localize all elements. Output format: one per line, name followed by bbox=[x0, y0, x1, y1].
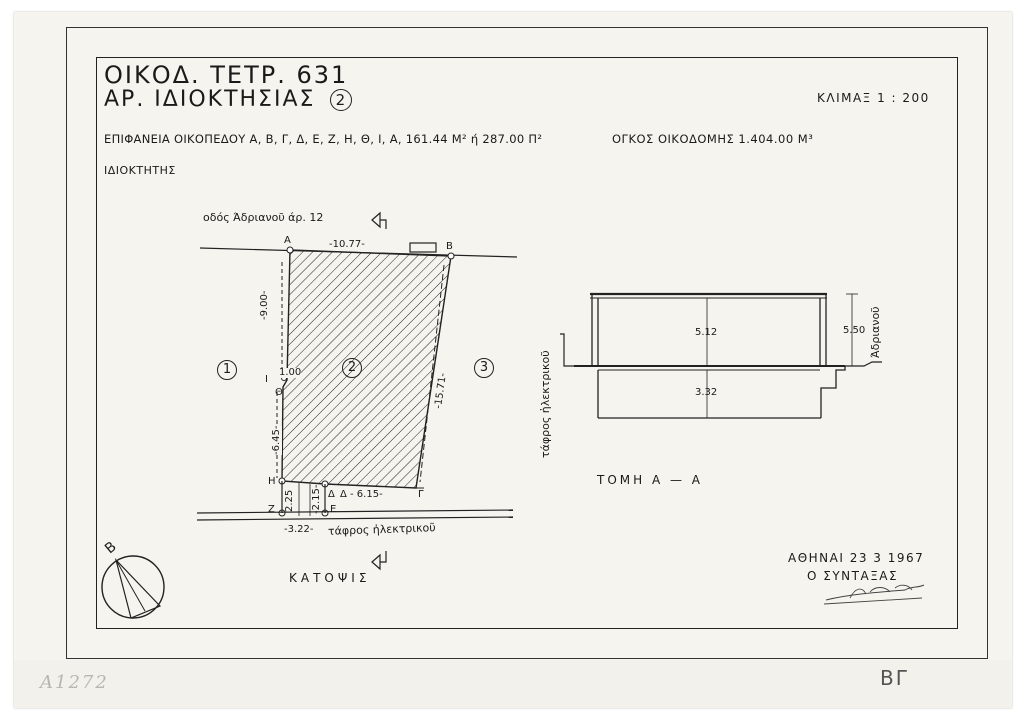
dim-dg: Δ - 6.15- bbox=[340, 489, 383, 500]
label-point-theta: Θ bbox=[275, 387, 283, 398]
section-upper-height: 5.12 bbox=[695, 327, 718, 338]
label-point-g: Γ bbox=[418, 489, 424, 500]
arrow-top-icon bbox=[371, 211, 387, 229]
label-point-a: Α bbox=[284, 235, 291, 246]
street-top-label: οδός Άδριανοῦ άρ. 12 bbox=[203, 211, 324, 224]
signature bbox=[823, 584, 925, 605]
label-point-b: Β bbox=[446, 241, 453, 252]
neighbor-2-badge: 2 bbox=[342, 358, 362, 378]
block-title: ΟΙΚΟΔ. ΤΕΤΡ. 631 bbox=[104, 61, 349, 89]
drawing-sheet bbox=[14, 12, 1012, 708]
dim-hz: 2.25 bbox=[284, 489, 295, 512]
label-point-d: Δ bbox=[328, 489, 335, 500]
dim-theta-i: 1.00 bbox=[279, 367, 302, 378]
sheet-bottom-strip bbox=[14, 660, 1012, 708]
label-point-z: Ζ bbox=[268, 504, 275, 515]
street-bottom-label: τάφρος ἠλεκτρικοῦ bbox=[327, 521, 436, 538]
kiosk-box bbox=[409, 242, 437, 253]
dim-ab: -10.77- bbox=[328, 239, 366, 250]
section-right-street: Άδριανοῦ bbox=[869, 306, 882, 358]
dim-line-b-g bbox=[419, 264, 445, 483]
owner-label: ΙΔΙΟΚΤΗΤΗΣ bbox=[104, 164, 176, 177]
plan-label: ΚΑΤΟΨΙΣ bbox=[289, 571, 371, 585]
outer-frame bbox=[66, 27, 988, 659]
trench-line-bottom bbox=[196, 516, 514, 521]
arrow-bottom-icon bbox=[371, 551, 387, 571]
dim-ze: -3.22- bbox=[284, 524, 314, 535]
author-label: Ο ΣΥΝΤΑΞΑΣ bbox=[807, 569, 899, 583]
section-total-height: 5.50 bbox=[843, 325, 866, 336]
neighbor-3-badge: 3 bbox=[474, 358, 494, 378]
section-left-street: τάφρος ἠλεκτρικοῦ bbox=[539, 350, 552, 458]
property-prefix: ΑΡ. ΙΔΙΟΚΤΗΣΙΑΣ bbox=[104, 87, 316, 112]
label-point-i: Ι bbox=[265, 374, 268, 385]
scale-label: ΚΛΙΜΑΞ 1 : 200 bbox=[817, 91, 930, 105]
section-label: ΤΟΜΗ Α — Α bbox=[597, 473, 704, 487]
point-a bbox=[286, 246, 294, 254]
corner-mark: ΒΓ bbox=[880, 666, 909, 690]
dim-de: -2.15- bbox=[311, 484, 322, 514]
point-b bbox=[447, 252, 455, 260]
dim-theta-h: -6.45- bbox=[271, 425, 282, 455]
inner-frame bbox=[96, 57, 958, 629]
plot-area-text: ΕΠΙΦΑΝΕΙΑ ΟΙΚΟΠΕΔΟΥ Α, Β, Γ, Δ, Ε, Ζ, Η,… bbox=[104, 132, 543, 146]
trench-line-top bbox=[196, 509, 514, 514]
north-compass-icon bbox=[101, 555, 165, 619]
label-point-h: Η bbox=[268, 476, 276, 487]
section-lower-height: 3.32 bbox=[695, 387, 718, 398]
building-volume-text: ΟΓΚΟΣ ΟΙΚΟΔΟΜΗΣ 1.404.00 Μ³ bbox=[612, 132, 814, 146]
property-number-badge: 2 bbox=[330, 89, 353, 111]
label-point-e: Ε bbox=[330, 504, 337, 515]
dim-a-theta: -9.00- bbox=[259, 290, 270, 320]
date-text: ΑΘΗΝΑΙ 23 3 1967 bbox=[788, 551, 925, 565]
archive-number: A1272 bbox=[40, 672, 109, 693]
neighbor-1-badge: 1 bbox=[217, 360, 237, 380]
property-title: ΑΡ. ΙΔΙΟΚΤΗΣΙΑΣ 2 bbox=[104, 87, 353, 112]
plot-polygon bbox=[281, 249, 452, 489]
section-drawing bbox=[560, 292, 882, 419]
